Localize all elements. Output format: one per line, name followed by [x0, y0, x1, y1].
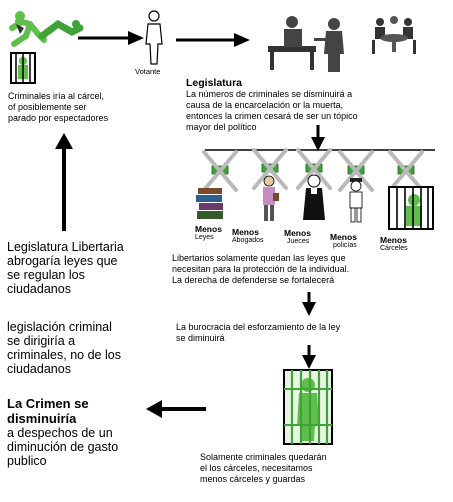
group-carceles: Menos Cárceles	[380, 235, 408, 252]
libertarians-text: Libertarios solamente quedan las leyes q…	[172, 253, 350, 285]
lawyer-icon	[263, 175, 279, 221]
voter-icon	[145, 10, 163, 65]
group-policias-sub: policías	[333, 242, 357, 249]
judge-icon	[303, 174, 325, 220]
crossed-money-icons	[202, 148, 424, 192]
group-abogados-sub: Abogados	[232, 237, 264, 244]
victim-icon	[38, 19, 84, 40]
group-carceles-label: Menos	[380, 235, 407, 245]
group-abogados-label: Menos	[232, 227, 259, 237]
police-icon	[349, 178, 363, 223]
arrow-left-bottom	[146, 400, 206, 418]
group-abogados: Menos Abogados	[232, 227, 264, 244]
group-leyes-sub: Leyes	[195, 234, 214, 241]
crime-title: La Crimen se disminuiría	[7, 396, 89, 426]
votante-label: Votante	[135, 67, 161, 76]
arrow-to-voter	[78, 31, 144, 45]
group-jueces-label: Menos	[284, 228, 311, 238]
left-criminal-text: legislación criminal se dirigiría a crim…	[7, 320, 121, 376]
legislature-meeting-icon	[268, 16, 344, 72]
group-policias: Menos policías	[330, 232, 357, 249]
bottom-text: Solamente criminales quedarán el los cár…	[200, 452, 327, 484]
criminals-text: Criminales iría al cárcel, of posiblemen…	[8, 91, 109, 123]
group-jueces-sub: Jueces	[287, 238, 310, 245]
group-leyes-label: Menos	[195, 224, 222, 234]
legislature-title: Legislatura	[186, 77, 243, 89]
prison-cell-icon	[283, 369, 333, 445]
meeting-table-icon	[372, 16, 416, 54]
crime-text: a despechos de un diminución de gasto pu…	[7, 426, 119, 468]
jailed-criminal-icon	[10, 52, 36, 84]
group-policias-label: Menos	[330, 232, 357, 242]
group-leyes: Menos Leyes	[195, 224, 222, 241]
branch-line	[205, 149, 435, 151]
group-carceles-sub: Cárceles	[380, 245, 408, 252]
arrow-to-legislature	[176, 33, 250, 47]
law-books-icon	[196, 188, 223, 219]
arrow-down-2	[302, 292, 316, 316]
arrow-up-left	[55, 133, 73, 231]
arrow-down-1	[311, 125, 325, 151]
jail-cell-icon	[388, 186, 434, 230]
left-legislature-text: Legislatura Libertaria abrogaría leyes q…	[7, 240, 124, 296]
arrow-down-3	[302, 345, 316, 369]
bureaucracy-text: La burocracia del esforzamiento de la le…	[176, 322, 341, 343]
group-jueces: Menos Jueces	[284, 228, 311, 245]
legislature-text: La números de criminales se disminuirá a…	[186, 89, 358, 132]
